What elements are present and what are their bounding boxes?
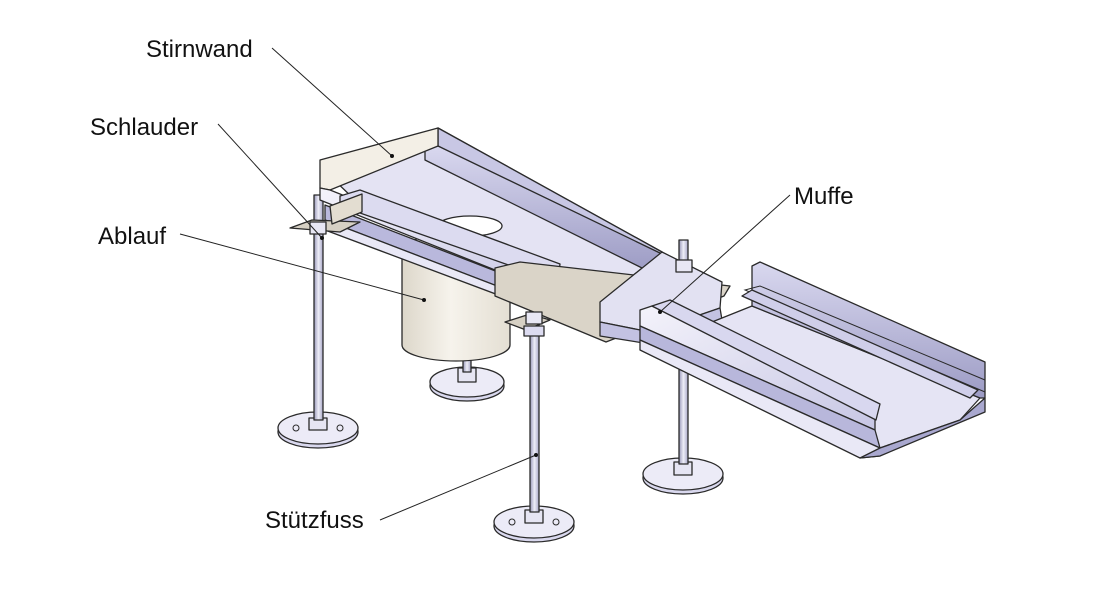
second-channel — [639, 261, 986, 459]
leader-lines — [179, 47, 791, 521]
label-stirnwand: Stirnwand — [146, 36, 253, 63]
main-channel — [289, 127, 731, 345]
foot-plate-back-center — [429, 366, 505, 402]
label-ablauf: Ablauf — [98, 223, 166, 250]
label-muffe: Muffe — [794, 183, 854, 210]
label-stuetzfuss: Stützfuss — [265, 507, 364, 534]
label-schlauder: Schlauder — [90, 114, 198, 141]
foot-plate-front-center — [493, 505, 575, 543]
